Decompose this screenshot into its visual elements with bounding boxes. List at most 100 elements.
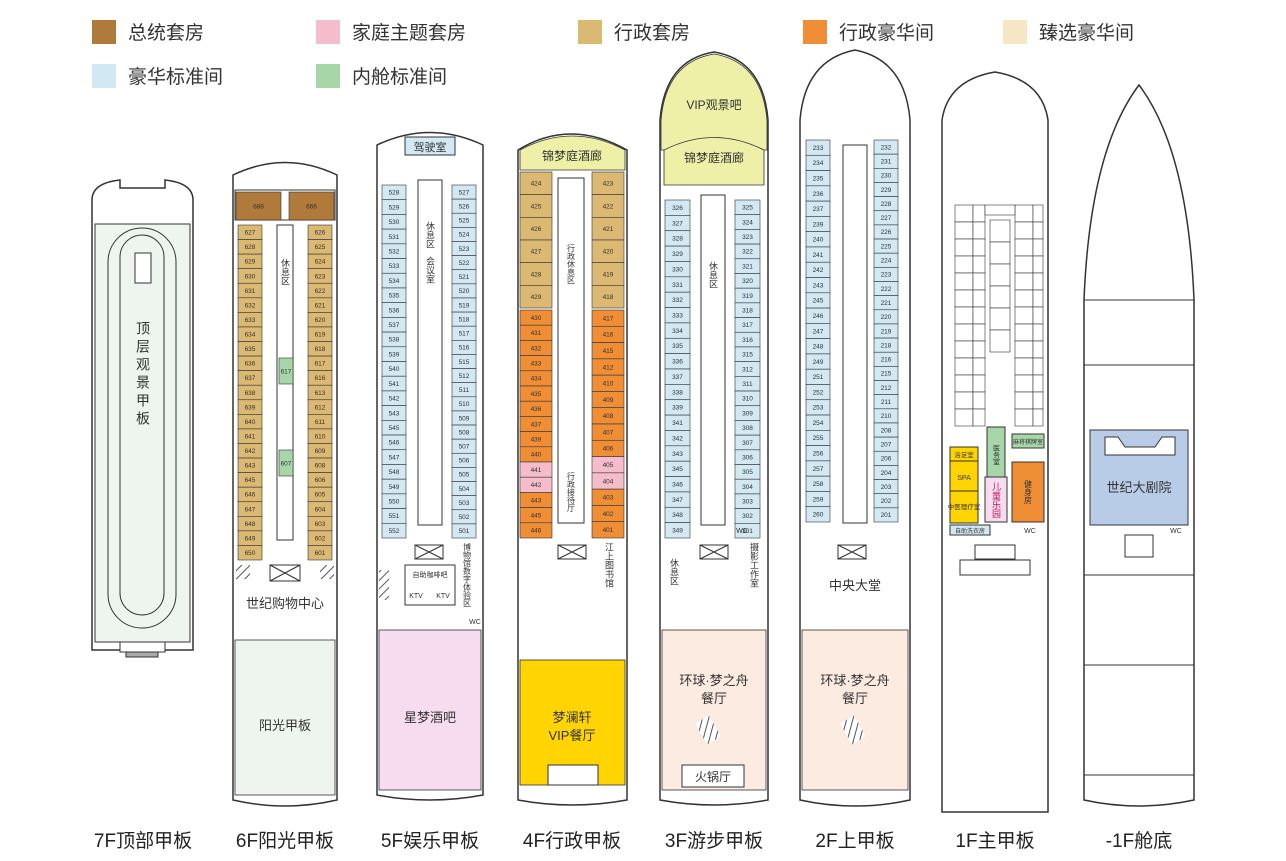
- crew-cabin: [1014, 255, 1034, 274]
- legend-swatch: [316, 19, 340, 44]
- cabin-number: 348: [672, 512, 683, 519]
- lounge-5f: 休息区: [425, 220, 435, 248]
- cabin-number: 332: [672, 297, 683, 304]
- cabin-number: 310: [742, 396, 753, 403]
- cabin-number: 636: [245, 361, 256, 368]
- cabin-number: 532: [389, 248, 400, 255]
- cabin-number: 505: [459, 472, 470, 479]
- cabin-number: 232: [881, 144, 892, 151]
- cabin-number: 515: [459, 359, 470, 366]
- cabin-number: 211: [881, 399, 892, 406]
- cabin-number: 512: [459, 373, 470, 380]
- cabin-number: 547: [389, 454, 400, 461]
- cabin-number: 612: [315, 404, 326, 411]
- legend-item: 内舱标准间: [316, 62, 447, 89]
- shopping-center: 世纪购物中心: [246, 596, 324, 611]
- deck-label-3f: 3F游步甲板: [664, 831, 764, 852]
- crew-cabin: [1014, 238, 1034, 257]
- cabin-number: 408: [603, 413, 614, 420]
- cabin-number: 624: [315, 259, 326, 266]
- cabin-number: 621: [315, 302, 326, 309]
- cabin-number: 610: [315, 433, 326, 440]
- cabin-number: 542: [389, 396, 400, 403]
- deck-5f: 驾驶室 528529530531532533534535536537538539…: [376, 131, 484, 801]
- cabin-number: 530: [389, 219, 400, 226]
- cabin-number: 442: [531, 482, 542, 489]
- cabin-number: 619: [315, 332, 326, 339]
- cabin-number: 631: [245, 288, 256, 295]
- legend-item: 行政豪华间: [803, 18, 934, 45]
- cabin-number: 633: [245, 317, 256, 324]
- cabin-number: 212: [881, 385, 892, 392]
- legend-label: 家庭主题套房: [352, 23, 467, 44]
- star-bar: 星梦酒吧: [404, 710, 456, 725]
- restaurant-2f-sub: 餐厅: [842, 691, 868, 706]
- cabin-number: 437: [531, 421, 542, 428]
- crew-cabin: [972, 323, 986, 342]
- cabin: [734, 523, 761, 539]
- tcm-1f: 中医理疗室: [948, 502, 981, 511]
- deck-2f: 2332342352362372392402412422432452462472…: [799, 49, 911, 807]
- cabin-number: 617: [315, 361, 326, 368]
- hotpot-3f: 火锅厅: [695, 769, 731, 784]
- rest-3f: 休息区: [669, 557, 679, 585]
- cabin-number: 617: [281, 368, 292, 375]
- cabin-number: 537: [389, 322, 400, 329]
- crew-cabin: [1032, 340, 1044, 359]
- cabin-number: 618: [315, 346, 326, 353]
- cabin-number: 320: [742, 278, 753, 285]
- lounge-3f: 休息区: [708, 260, 718, 288]
- cabin-number: 508: [459, 429, 470, 436]
- cabin-number: 539: [389, 351, 400, 358]
- crew-cabin: [1014, 204, 1034, 223]
- cabin-number: 222: [881, 286, 892, 293]
- cabin-number: 221: [881, 300, 892, 307]
- legend-item: 行政套房: [578, 18, 690, 45]
- cabin-number: 427: [531, 249, 542, 256]
- deck-1f: 浴足室 SPA 中医理疗室 自助洗衣房 医务室 儿童乐园 麻将棋牌室 健身房 W…: [941, 71, 1049, 813]
- cabin: [288, 191, 335, 221]
- crew-cabin: [1014, 374, 1034, 393]
- cabin-number: 412: [603, 364, 614, 371]
- cabin-number: 322: [742, 249, 753, 256]
- cabin-number: 206: [881, 456, 892, 463]
- cabin-number: 435: [531, 391, 542, 398]
- crew-cabin: [989, 329, 1011, 353]
- cabin-number: 643: [245, 463, 256, 470]
- legend-swatch: [316, 63, 340, 88]
- cabin-number: 253: [813, 405, 824, 412]
- cabin-number: 611: [315, 419, 326, 426]
- crew-cabin: [1032, 289, 1044, 308]
- cabin-number: 201: [881, 512, 892, 519]
- cabin: [235, 191, 282, 221]
- cabin-number: 550: [389, 499, 400, 506]
- crew-cabin: [989, 263, 1011, 287]
- cabin-number: 404: [603, 478, 614, 485]
- deck-label-5f: 5F娱乐甲板: [380, 831, 480, 852]
- cabin-number: 249: [813, 359, 824, 366]
- cabin-number: 647: [245, 506, 256, 513]
- deck-7f: 顶层观景甲板: [91, 179, 194, 658]
- cabin-number: 531: [389, 234, 400, 241]
- cabin-number: 445: [531, 512, 542, 519]
- legend-swatch: [1003, 19, 1027, 44]
- cabin-number: 540: [389, 366, 400, 373]
- deck-3f: VIP观景吧 锦梦庭酒廊 326327328329330331332333334…: [659, 51, 769, 806]
- cabin-number: 240: [813, 237, 824, 244]
- cabin-number: 309: [742, 410, 753, 417]
- cabin-number: 234: [813, 160, 824, 167]
- cabin-number: 609: [315, 448, 326, 455]
- cabin-number: 327: [672, 220, 683, 227]
- cabin-number: 439: [531, 436, 542, 443]
- cabin-number: 620: [315, 317, 326, 324]
- cabin-number: 402: [603, 511, 614, 518]
- cabin-number: 220: [881, 314, 892, 321]
- cabin-number: 622: [315, 288, 326, 295]
- cabin-number: 632: [245, 302, 256, 309]
- cabin-number: 328: [672, 236, 683, 243]
- cabin-number: 605: [315, 492, 326, 499]
- crew-cabin: [954, 238, 974, 257]
- cabin-number: 538: [389, 337, 400, 344]
- cabin-number: 338: [672, 389, 683, 396]
- cabin-number: 317: [742, 322, 753, 329]
